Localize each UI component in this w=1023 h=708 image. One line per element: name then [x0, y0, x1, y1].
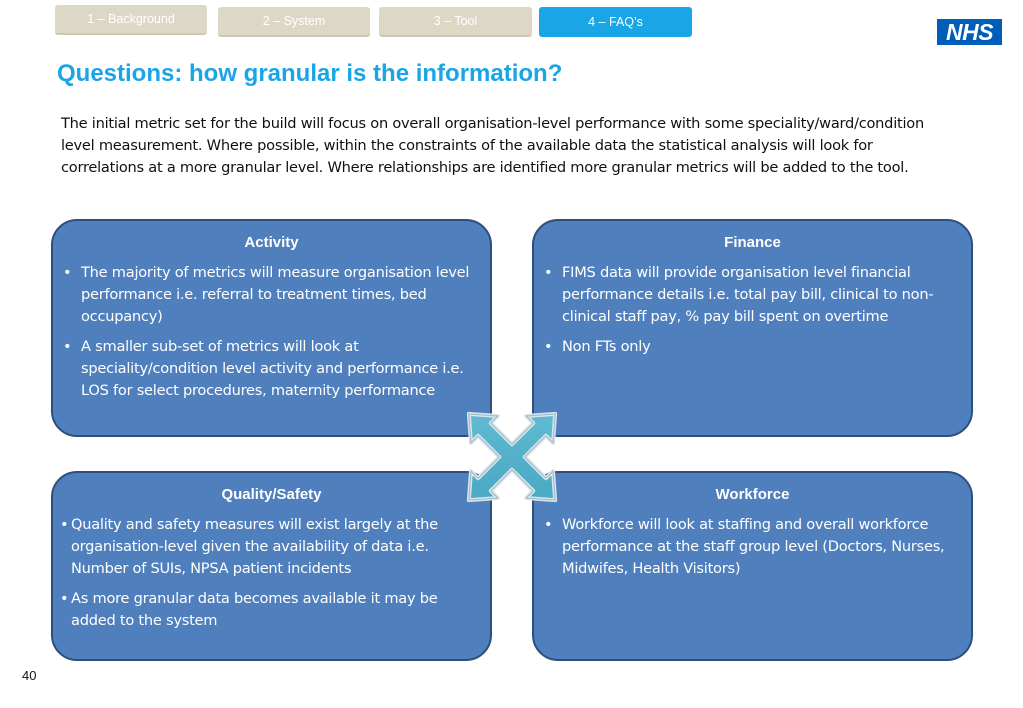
page-title: Questions: how granular is the informati…	[57, 60, 563, 87]
list-item: •As more granular data becomes available…	[60, 588, 470, 632]
list-item: • Workforce will look at staffing and ove…	[544, 514, 951, 580]
bullet-text: The majority of metrics will measure org…	[81, 264, 470, 325]
workforce-bullet-list: • Workforce will look at staffing and ove…	[534, 514, 971, 580]
bullet-text: Quality and safety measures will exist l…	[71, 516, 438, 577]
tab-faqs[interactable]: 4 – FAQ’s	[539, 7, 692, 37]
tab-system[interactable]: 2 – System	[218, 7, 370, 37]
bullet-icon: •	[544, 338, 553, 355]
finance-panel: Finance • FIMS data will provide organisa…	[532, 219, 973, 437]
activity-bullet-list: • The majority of metrics will measure or…	[53, 262, 490, 402]
nhs-logo: NHS	[937, 19, 1002, 45]
quality-safety-panel-title: Quality/Safety	[221, 486, 322, 503]
workforce-panel: Workforce • Workforce will look at staffi…	[532, 471, 973, 661]
quality-safety-bullet-list: •Quality and safety measures will exist …	[53, 514, 490, 632]
bullet-icon: •	[63, 338, 72, 355]
activity-panel-title: Activity	[244, 234, 299, 251]
four-way-arrow-icon	[466, 411, 558, 503]
intro-paragraph: The initial metric set for the build wil…	[61, 115, 924, 176]
list-item: • The majority of metrics will measure or…	[63, 262, 470, 328]
bullet-text: A smaller sub-set of metrics will look a…	[81, 338, 464, 399]
tab-tool[interactable]: 3 – Tool	[379, 7, 532, 37]
activity-panel: Activity • The majority of metrics will m…	[51, 219, 492, 437]
page-number: 40	[22, 668, 37, 683]
finance-panel-title: Finance	[724, 234, 781, 251]
list-item: • FIMS data will provide organisation lev…	[544, 262, 951, 328]
finance-bullet-list: • FIMS data will provide organisation lev…	[534, 262, 971, 358]
list-item: • A smaller sub-set of metrics will look …	[63, 336, 470, 402]
bullet-text: As more granular data becomes available …	[71, 590, 438, 629]
bullet-text: FIMS data will provide organisation leve…	[562, 264, 934, 325]
bullet-icon: •	[60, 516, 69, 533]
bullet-icon: •	[60, 590, 69, 607]
bullet-icon: •	[544, 264, 553, 281]
list-item: •Quality and safety measures will exist …	[60, 514, 470, 580]
bullet-icon: •	[63, 264, 72, 281]
tab-background[interactable]: 1 – Background	[55, 5, 207, 35]
workforce-panel-title: Workforce	[715, 486, 790, 503]
bullet-text: Workforce will look at staffing and over…	[562, 516, 945, 577]
bullet-icon: •	[544, 516, 553, 533]
quality-safety-panel: Quality/Safety •Quality and safety measu…	[51, 471, 492, 661]
list-item: • Non FTs only	[544, 336, 951, 358]
bullet-text: Non FTs only	[562, 338, 651, 355]
